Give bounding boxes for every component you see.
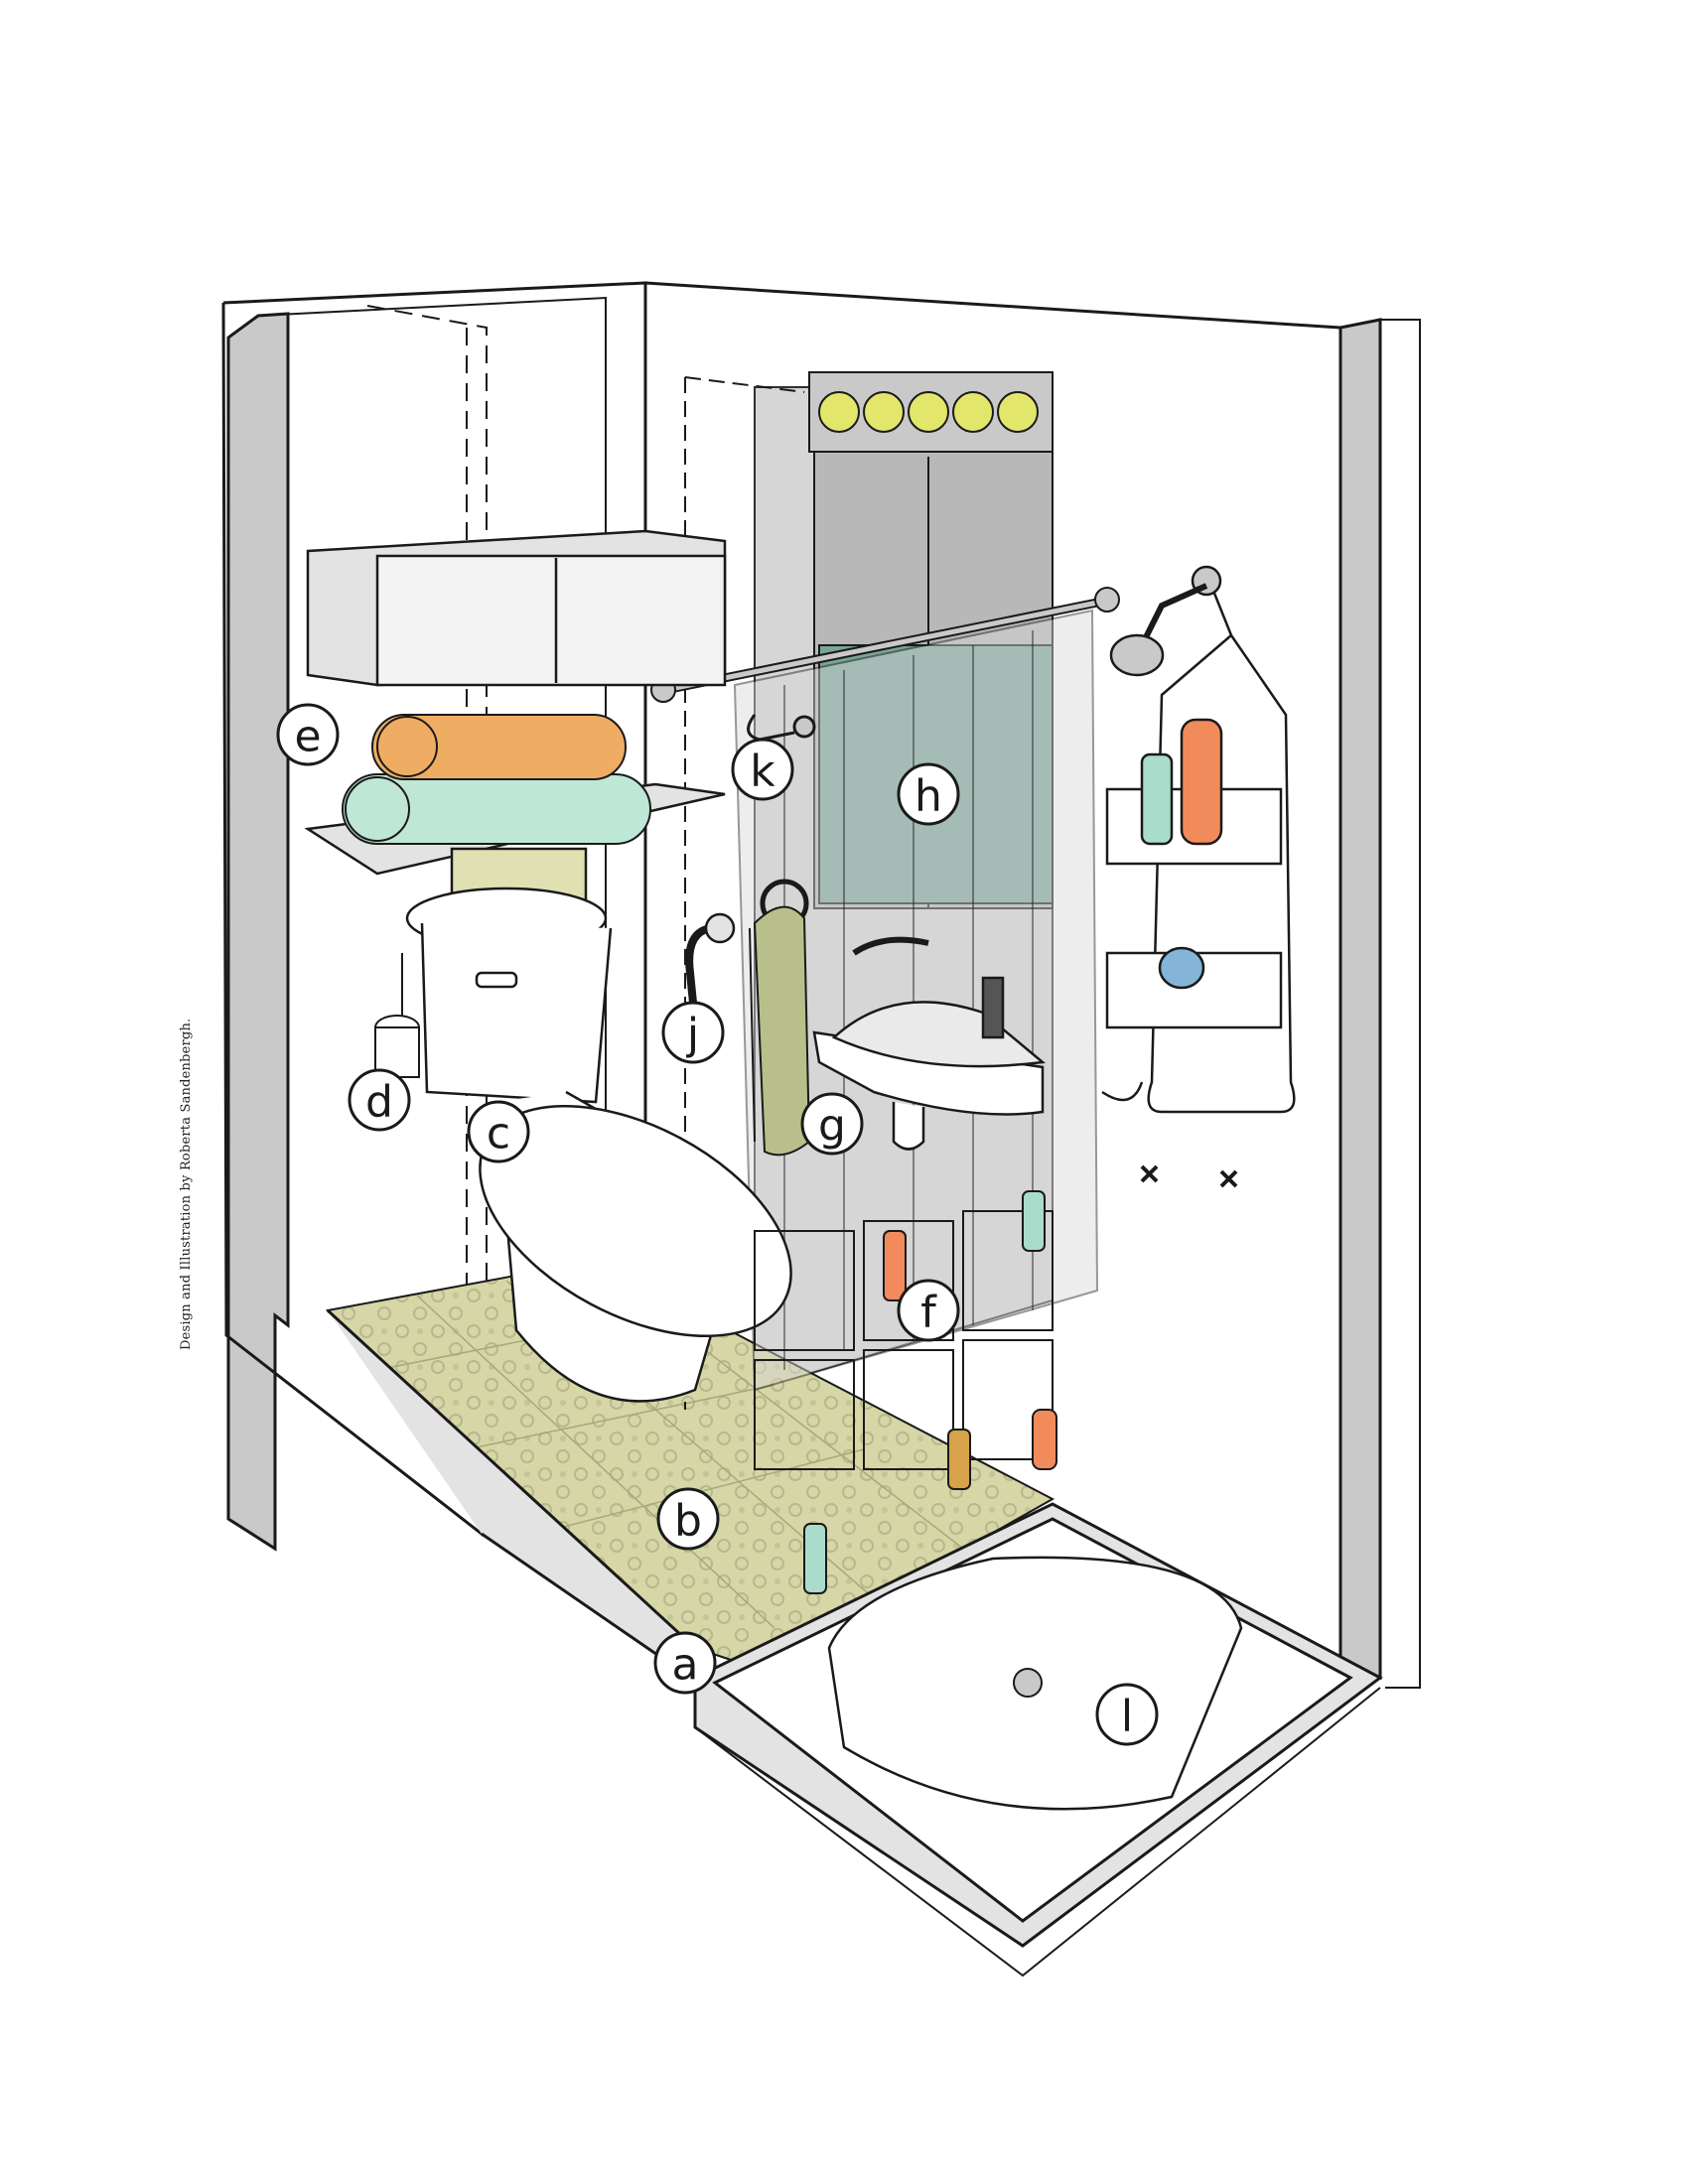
pocket-organizer bbox=[754, 1190, 1057, 1594]
callout-label-j: j bbox=[661, 1001, 725, 1064]
shower-caddy bbox=[1101, 565, 1296, 1188]
callout-label-f: f bbox=[897, 1279, 960, 1342]
svg-text:k: k bbox=[750, 747, 775, 797]
svg-text:h: h bbox=[914, 771, 942, 822]
svg-text:e: e bbox=[294, 712, 321, 762]
towel-shelf bbox=[304, 714, 726, 876]
callout-label-d: d bbox=[348, 1068, 411, 1132]
callout-labels: a b c d e f g h j k l bbox=[276, 703, 1159, 1746]
callout-label-h: h bbox=[897, 762, 960, 826]
svg-text:a: a bbox=[672, 1640, 699, 1691]
callout-label-e: e bbox=[276, 703, 340, 766]
toilet bbox=[405, 847, 792, 1403]
svg-text:f: f bbox=[920, 1288, 937, 1338]
callout-label-g: g bbox=[800, 1092, 864, 1156]
callout-label-k: k bbox=[731, 738, 794, 801]
callout-label-a: a bbox=[653, 1631, 717, 1695]
callout-label-b: b bbox=[656, 1487, 720, 1551]
shower-tray bbox=[693, 1502, 1383, 1978]
shower-curtain bbox=[650, 587, 1120, 1392]
svg-text:d: d bbox=[365, 1077, 393, 1128]
hand-towel bbox=[749, 879, 811, 1157]
wall-cabinet bbox=[306, 529, 727, 687]
sink bbox=[812, 936, 1047, 1151]
svg-text:j: j bbox=[686, 1010, 699, 1060]
svg-text:l: l bbox=[1121, 1692, 1133, 1742]
callout-label-l: l bbox=[1095, 1683, 1159, 1746]
mirror-cabinet bbox=[813, 451, 1054, 909]
svg-text:c: c bbox=[487, 1109, 510, 1160]
toilet-paper-holder bbox=[374, 953, 420, 1078]
svg-text:b: b bbox=[674, 1496, 702, 1547]
callout-label-c: c bbox=[467, 1100, 530, 1163]
svg-text:g: g bbox=[818, 1101, 846, 1152]
